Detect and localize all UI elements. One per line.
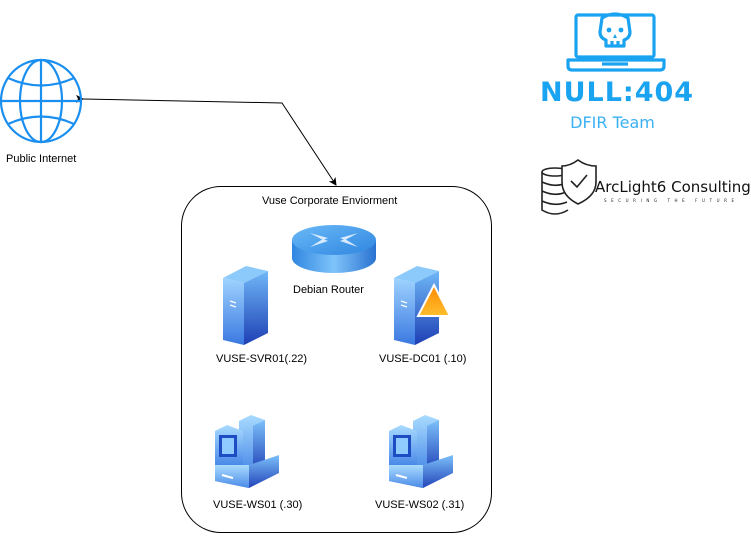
arclight-title: ArcLight6 Consulting <box>595 178 751 196</box>
internet-label: Public Internet <box>6 153 77 165</box>
null404-subtitle: DFIR Team <box>570 113 655 132</box>
ws02-label: VUSE-WS02 (.31) <box>375 499 465 511</box>
dc01-label: VUSE-DC01 (.10) <box>379 353 467 365</box>
ws01-node[interactable] <box>213 415 281 490</box>
warning-triangle-icon <box>416 282 452 317</box>
null404-logo <box>566 10 666 72</box>
svr01-node[interactable] <box>222 263 272 346</box>
ws02-node[interactable] <box>387 415 455 490</box>
laptop-skull-icon <box>566 12 666 72</box>
environment-container[interactable] <box>181 186 492 533</box>
server-icon <box>223 266 268 345</box>
dc01-node[interactable] <box>393 263 453 346</box>
database-shield-icon <box>541 159 597 215</box>
router-icon <box>292 225 376 273</box>
workstation-icon <box>215 415 279 488</box>
internet-node[interactable] <box>0 58 86 148</box>
domain-controller-icon <box>394 266 452 345</box>
workstation-icon <box>389 415 453 488</box>
ws01-label: VUSE-WS01 (.30) <box>213 499 303 511</box>
globe-icon <box>0 58 83 144</box>
environment-label: Vuse Corporate Enviorment <box>262 195 398 207</box>
arclight-tagline: SECURING THE FUTURE <box>604 198 739 203</box>
arclight-logo <box>540 158 600 218</box>
router-node[interactable] <box>290 223 378 278</box>
svr01-label: VUSE-SVR01(.22) <box>216 353 308 365</box>
router-label: Debian Router <box>293 284 364 296</box>
internet-environment-connector[interactable] <box>75 94 337 186</box>
null404-title: NULL:404 <box>540 77 695 108</box>
